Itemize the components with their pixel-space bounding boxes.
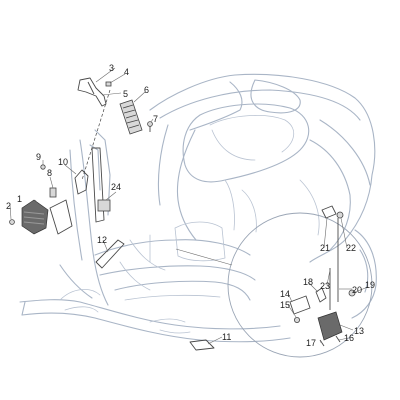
- callout-1: 1: [17, 194, 22, 204]
- detail-inset-circle: [227, 212, 373, 358]
- screw-part-4: [105, 81, 112, 87]
- detail-inset: [175, 212, 373, 358]
- callout-20: 20: [352, 285, 362, 295]
- callout-11: 11: [222, 332, 231, 342]
- callout-3: 3: [109, 63, 114, 73]
- callout-labels: 1 2 3 4 5 6 7 8 9 10 11 12 13 14 15 16 1…: [6, 63, 375, 348]
- callout-7: 7: [153, 114, 158, 124]
- callout-10: 10: [58, 157, 68, 167]
- fitting-part-16: [335, 335, 341, 343]
- nozzle-part-17: [319, 339, 325, 347]
- regulator-part-1: [21, 199, 49, 235]
- callout-19: 19: [365, 280, 375, 290]
- callout-15: 15: [280, 300, 290, 310]
- callout-5: 5: [123, 89, 128, 99]
- bracket-part-11: [189, 339, 215, 351]
- callout-16: 16: [344, 333, 354, 343]
- module-part-6: [119, 99, 143, 135]
- callout-14: 14: [280, 289, 290, 299]
- bracket-part-3: [77, 77, 107, 107]
- mount-plate: [49, 199, 73, 235]
- callout-2: 2: [6, 201, 11, 211]
- washer-part-15: [293, 316, 300, 323]
- detail-inset-pointer: [175, 248, 233, 266]
- callout-22: 22: [346, 243, 356, 253]
- screw-part-9: [40, 164, 46, 170]
- assembly-axis-line: [81, 89, 111, 181]
- callout-9: 9: [36, 152, 41, 162]
- callout-4: 4: [124, 67, 129, 77]
- bracket-part-14: [289, 295, 311, 315]
- callout-8: 8: [47, 168, 52, 178]
- callout-21: 21: [320, 243, 330, 253]
- tube-part-21: [321, 205, 337, 219]
- clip-part-18: [315, 287, 327, 303]
- callout-24: 24: [111, 182, 121, 192]
- callout-6: 6: [144, 85, 149, 95]
- steering-column: [91, 147, 105, 223]
- leader-lines: [9, 67, 369, 345]
- callout-13: 13: [354, 326, 364, 336]
- parts: [9, 77, 356, 351]
- reservoir-part-13: [317, 311, 343, 341]
- scooter-frame: [19, 73, 377, 343]
- block-part-24: [97, 199, 111, 212]
- callout-18: 18: [303, 277, 313, 287]
- screw-part-2: [9, 219, 15, 225]
- connector-part-8: [49, 187, 57, 198]
- callout-23: 23: [320, 281, 330, 291]
- cover-part-12: [95, 239, 125, 269]
- callout-17: 17: [306, 338, 316, 348]
- callout-12: 12: [97, 235, 107, 245]
- cap-part-19: [348, 289, 356, 297]
- screw-part-7: [147, 121, 153, 127]
- bracket-part-10: [74, 169, 89, 195]
- cap-part-22: [336, 211, 344, 219]
